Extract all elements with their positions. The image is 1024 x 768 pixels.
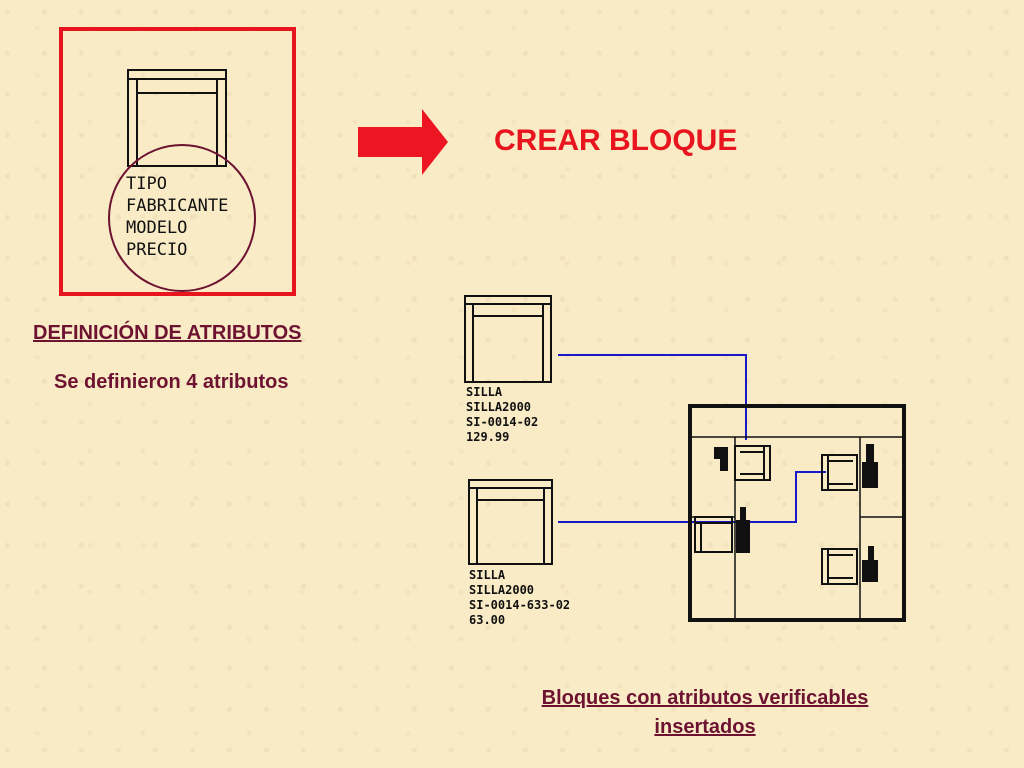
block-2-value-fabricante: SILLA2000 bbox=[469, 583, 535, 597]
chair-symbol-block-2 bbox=[468, 479, 553, 565]
definition-subtitle: Se definieron 4 atributos bbox=[54, 371, 289, 393]
attribute-tag-tipo: TIPO bbox=[126, 174, 167, 194]
block-2-value-tipo: SILLA bbox=[469, 568, 506, 582]
attribute-tag-precio: PRECIO bbox=[126, 240, 188, 260]
attribute-circle bbox=[108, 144, 256, 292]
block-1-value-modelo: SI-0014-02 bbox=[466, 415, 539, 429]
block-1-value-fabricante: SILLA2000 bbox=[466, 400, 532, 414]
attribute-tag-list: TIPO FABRICANTE MODELO PRECIO bbox=[126, 173, 228, 261]
plan-chair-4 bbox=[821, 548, 858, 585]
block-2-value-precio: 63.00 bbox=[469, 613, 506, 627]
page-title: CREAR BLOQUE bbox=[494, 124, 738, 157]
chair-symbol-block-1 bbox=[464, 295, 552, 383]
chair-symbol-large bbox=[127, 69, 227, 167]
plan-chair-2 bbox=[821, 454, 858, 491]
definition-frame bbox=[59, 27, 296, 296]
attribute-tag-fabricante: FABRICANTE bbox=[126, 196, 229, 216]
definition-heading: DEFINICIÓN DE ATRIBUTOS bbox=[33, 322, 302, 344]
plan-chair-1 bbox=[734, 445, 771, 481]
leader-line-2 bbox=[558, 471, 826, 523]
block-1-values: SILLA SILLA2000 SI-0014-02 129.99 bbox=[466, 385, 538, 445]
caption-line-2: insertados bbox=[654, 716, 756, 738]
block-1-value-tipo: SILLA bbox=[466, 385, 503, 399]
plan-chair-3 bbox=[694, 516, 733, 553]
block-2-values: SILLA SILLA2000 SI-0014-633-02 63.00 bbox=[469, 568, 570, 628]
attribute-tag-modelo: MODELO bbox=[126, 218, 188, 238]
block-1-value-precio: 129.99 bbox=[466, 430, 510, 444]
arrow-right-icon bbox=[358, 109, 448, 175]
caption: Bloques con atributos verificables inser… bbox=[470, 684, 940, 742]
block-2-value-modelo: SI-0014-633-02 bbox=[469, 598, 571, 612]
plant-icon bbox=[714, 444, 878, 582]
leader-line-1 bbox=[558, 354, 747, 440]
caption-line-1: Bloques con atributos verificables bbox=[541, 687, 869, 709]
